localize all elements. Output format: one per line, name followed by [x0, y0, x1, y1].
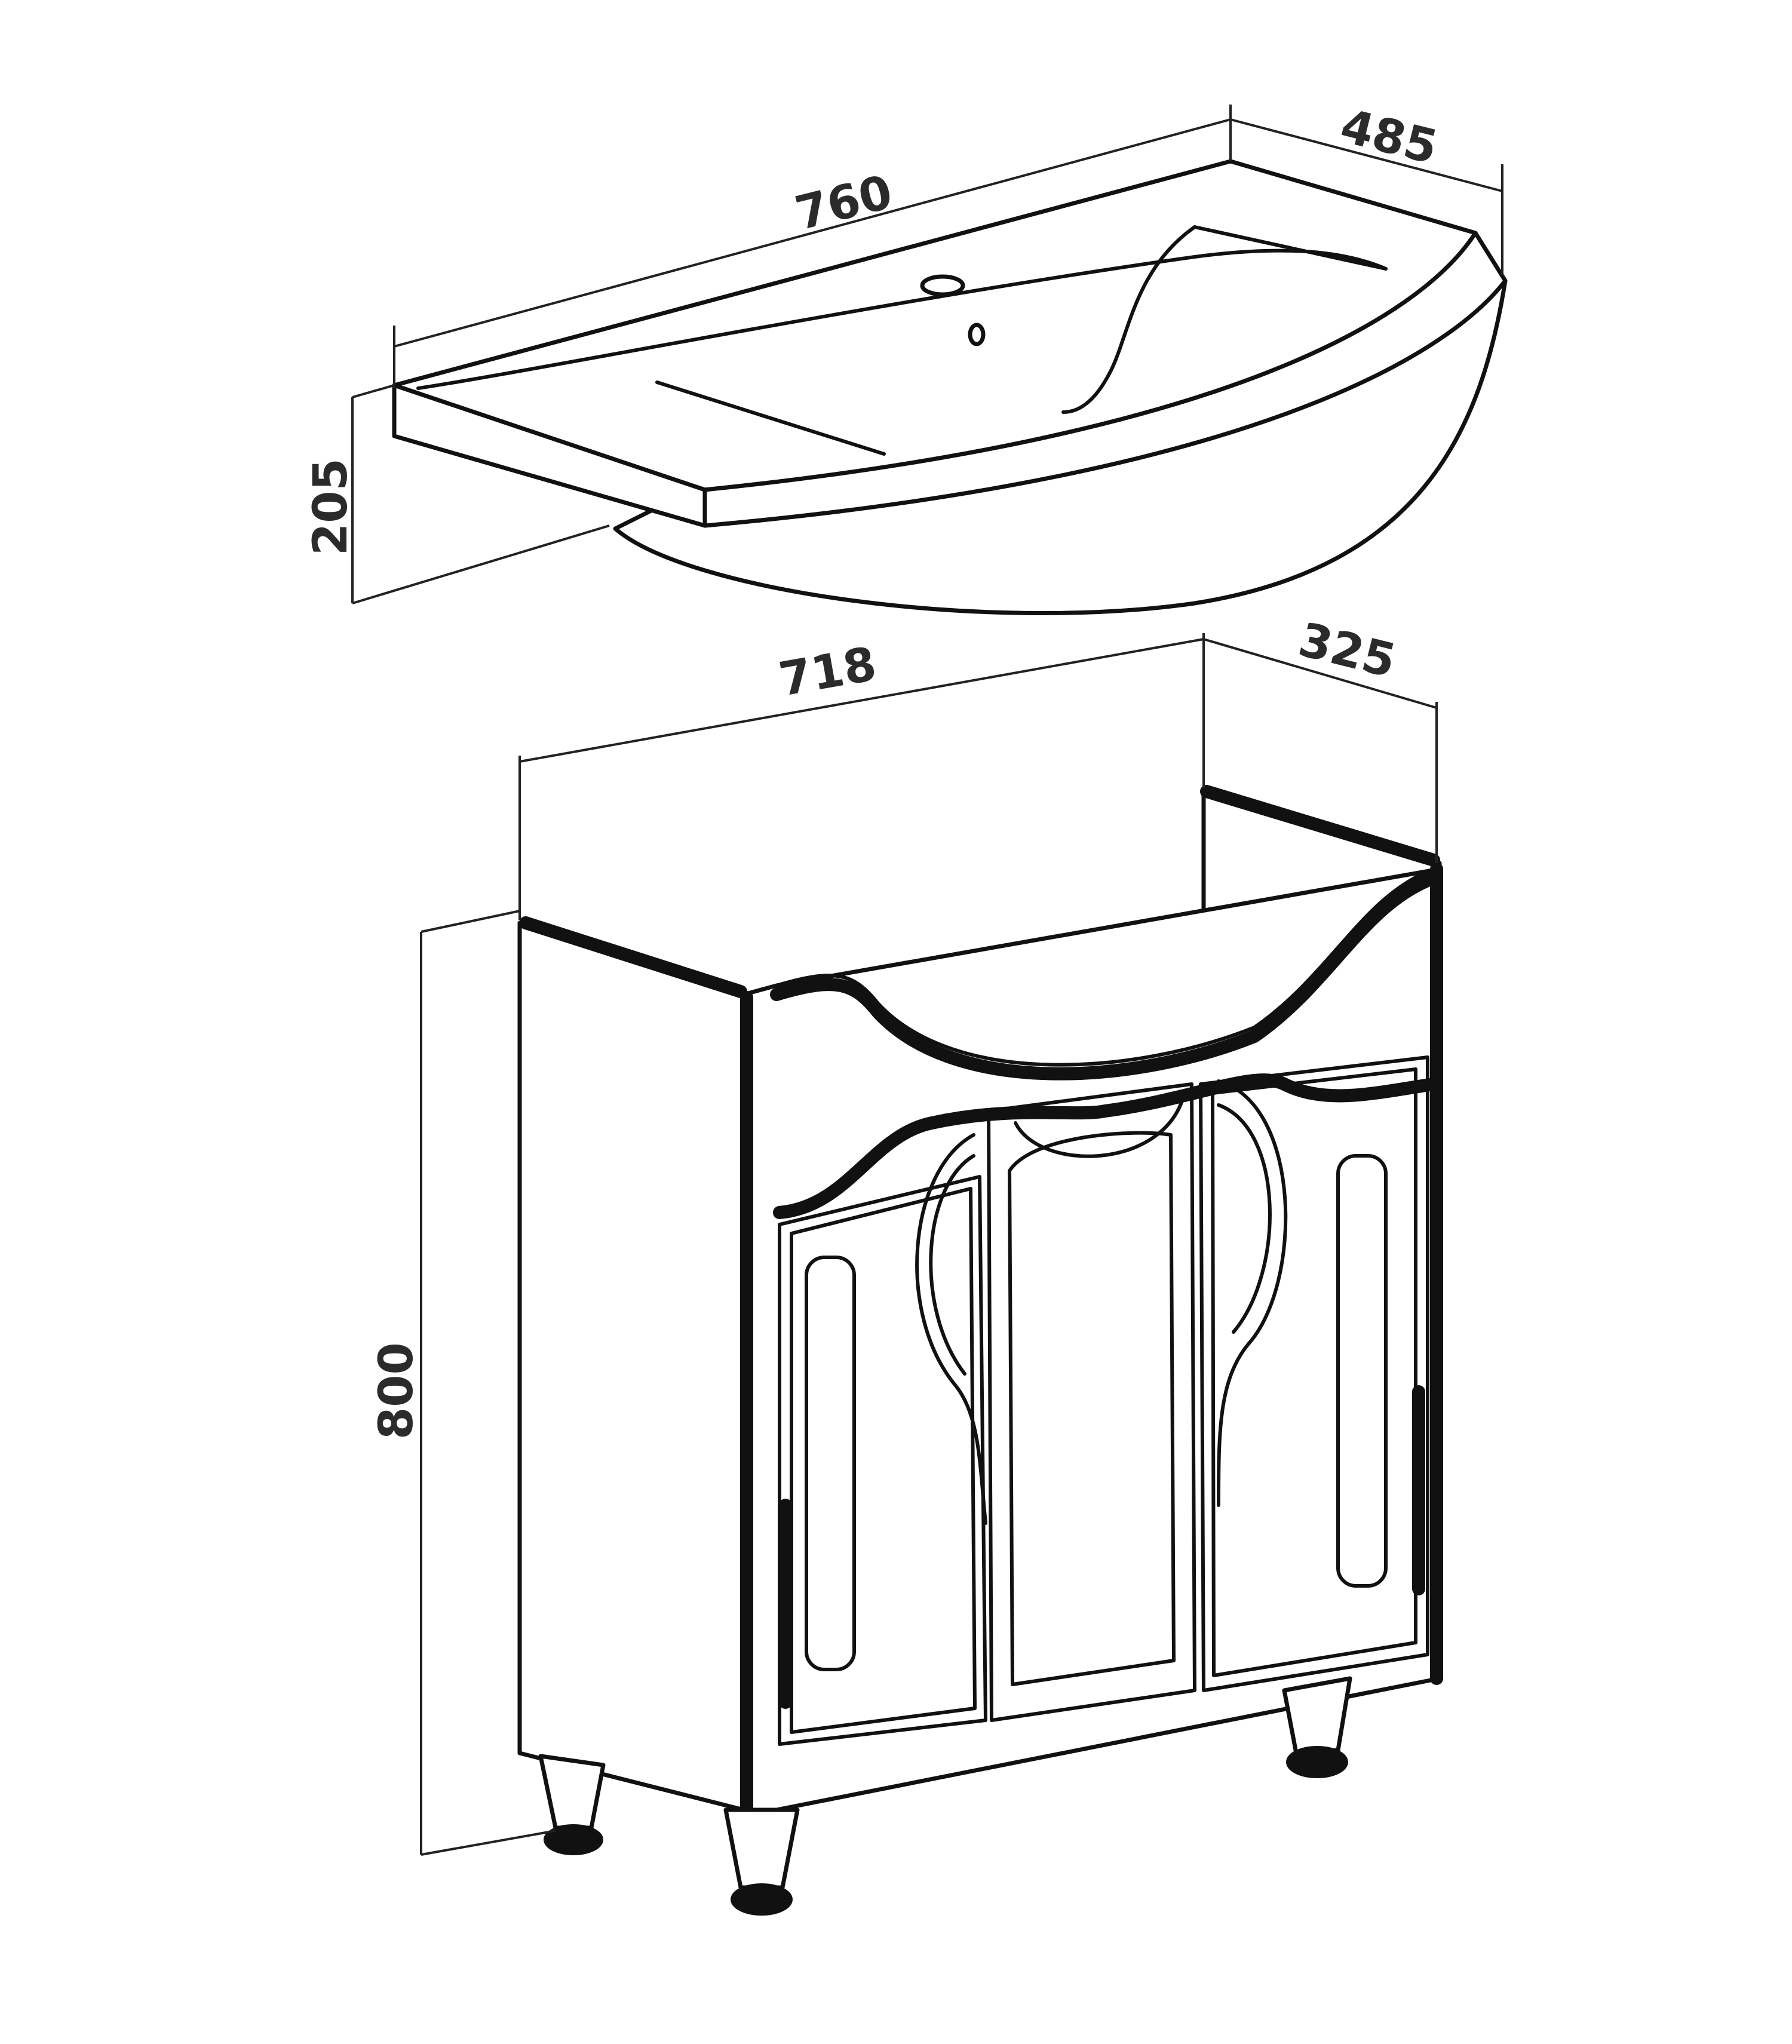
- dimension-cabinet-width: 718: [775, 637, 880, 707]
- washbasin: [392, 159, 1508, 615]
- legs: [538, 1676, 1352, 1916]
- center-door: [987, 1082, 1196, 1722]
- leg-front-right: [1282, 1676, 1352, 1755]
- cabinet-dimensions: [420, 633, 1438, 1856]
- basin-inner-right: [1193, 225, 1388, 271]
- basin-dimensions: [351, 105, 1503, 604]
- leg-back-left: [538, 1754, 606, 1830]
- vanity-cabinet: [517, 785, 1443, 1916]
- center-door-arch: [1014, 1097, 1185, 1158]
- left-door-handle-panel: [805, 1256, 856, 1671]
- basin-front-lip: [702, 231, 1508, 528]
- dimension-basin-depth: 485: [1335, 99, 1443, 175]
- right-arc-ornament: [1217, 1079, 1288, 1507]
- leg-front-left: [723, 1807, 800, 1890]
- dimension-cabinet-depth: 325: [1293, 613, 1401, 689]
- tap-hole: [920, 274, 965, 297]
- cabinet-left-side: [517, 920, 746, 1812]
- right-door-handle-panel: [1336, 1154, 1388, 1588]
- right-door: [1199, 1055, 1429, 1692]
- center-door-inner: [1008, 1131, 1176, 1686]
- overflow-hole: [968, 323, 986, 346]
- cabinet-back-top-edge: [1200, 785, 1440, 867]
- dimension-basin-length: 760: [790, 165, 898, 241]
- left-arc-ornament: [915, 1133, 987, 1525]
- left-arc-ornament-inner: [929, 1154, 975, 1376]
- cabinet-left-top-edge: [519, 916, 747, 998]
- cabinet-upper-wave: [773, 1073, 1440, 1219]
- dimension-basin-height: 205: [304, 458, 358, 555]
- basin-inner-bowl: [655, 225, 1196, 456]
- dimension-cabinet-height: 800: [370, 1342, 424, 1440]
- cabinet-scallop-inner: [770, 871, 1440, 1081]
- right-arc-ornament-inner: [1217, 1103, 1272, 1334]
- right-door-inner: [1211, 1067, 1417, 1677]
